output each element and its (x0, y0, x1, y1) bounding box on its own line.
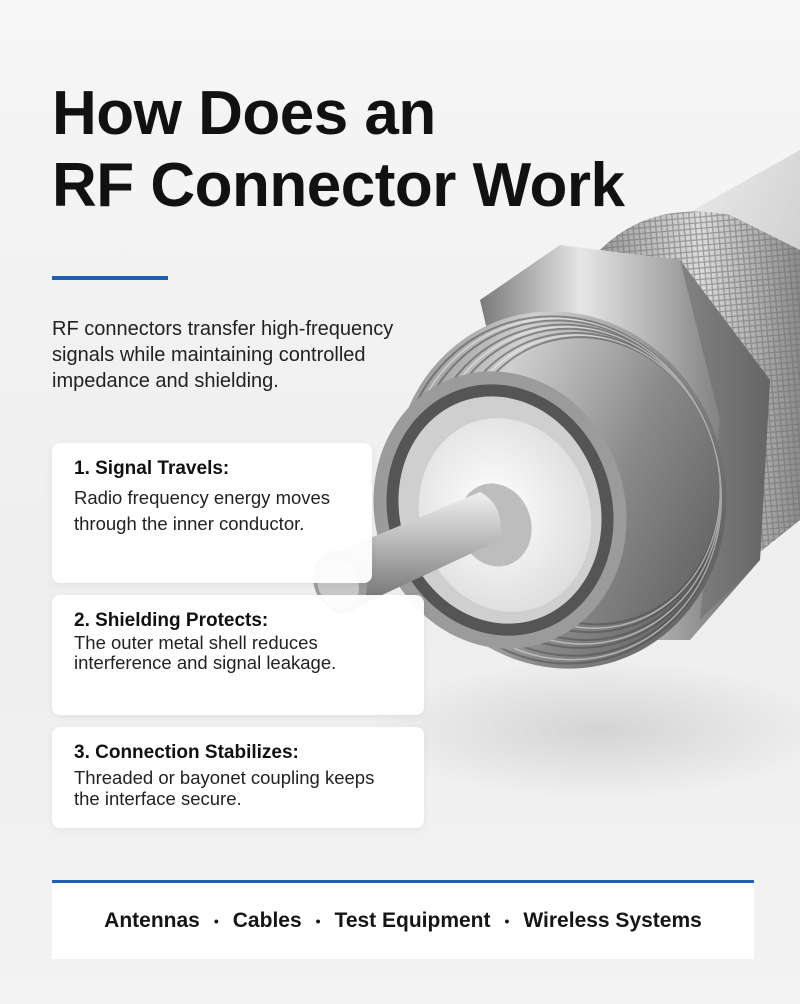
application-wireless-systems: Wireless Systems (523, 909, 702, 932)
bullet-separator: • (504, 913, 510, 929)
step-body: Threaded or bayonet coupling keeps the i… (74, 767, 375, 809)
step-body: The outer metal shell reduces interferen… (74, 632, 337, 673)
step-card-signal-travels: 1. Signal Travels: Radio frequency energ… (52, 443, 372, 583)
applications-bar: Antennas • Cables • Test Equipment • Wir… (52, 883, 754, 959)
title-accent-line (52, 276, 168, 280)
page-title: How Does an RF Connector Work (52, 78, 625, 222)
step-card-connection-stabilizes: 3. Connection Stabilizes: Threaded or ba… (52, 727, 424, 828)
title-line-1: How Does an (52, 79, 436, 148)
footer-accent-line (52, 880, 754, 883)
step-title: 2. Shielding Protects: (74, 610, 269, 631)
step-card-shielding-protects: 2. Shielding Protects: The outer metal s… (52, 595, 424, 715)
step-title: 1. Signal Travels: (74, 458, 230, 479)
step-body: Radio frequency energy moves through the… (74, 487, 331, 534)
bullet-separator: • (213, 913, 219, 929)
intro-text: RF connectors transfer high-frequency si… (52, 318, 394, 392)
application-test-equipment: Test Equipment (334, 909, 491, 932)
title-line-2: RF Connector Work (52, 151, 625, 220)
application-cables: Cables (232, 909, 302, 932)
bullet-separator: • (315, 913, 321, 929)
step-title: 3. Connection Stabilizes: (74, 742, 299, 763)
application-antennas: Antennas (104, 909, 200, 932)
